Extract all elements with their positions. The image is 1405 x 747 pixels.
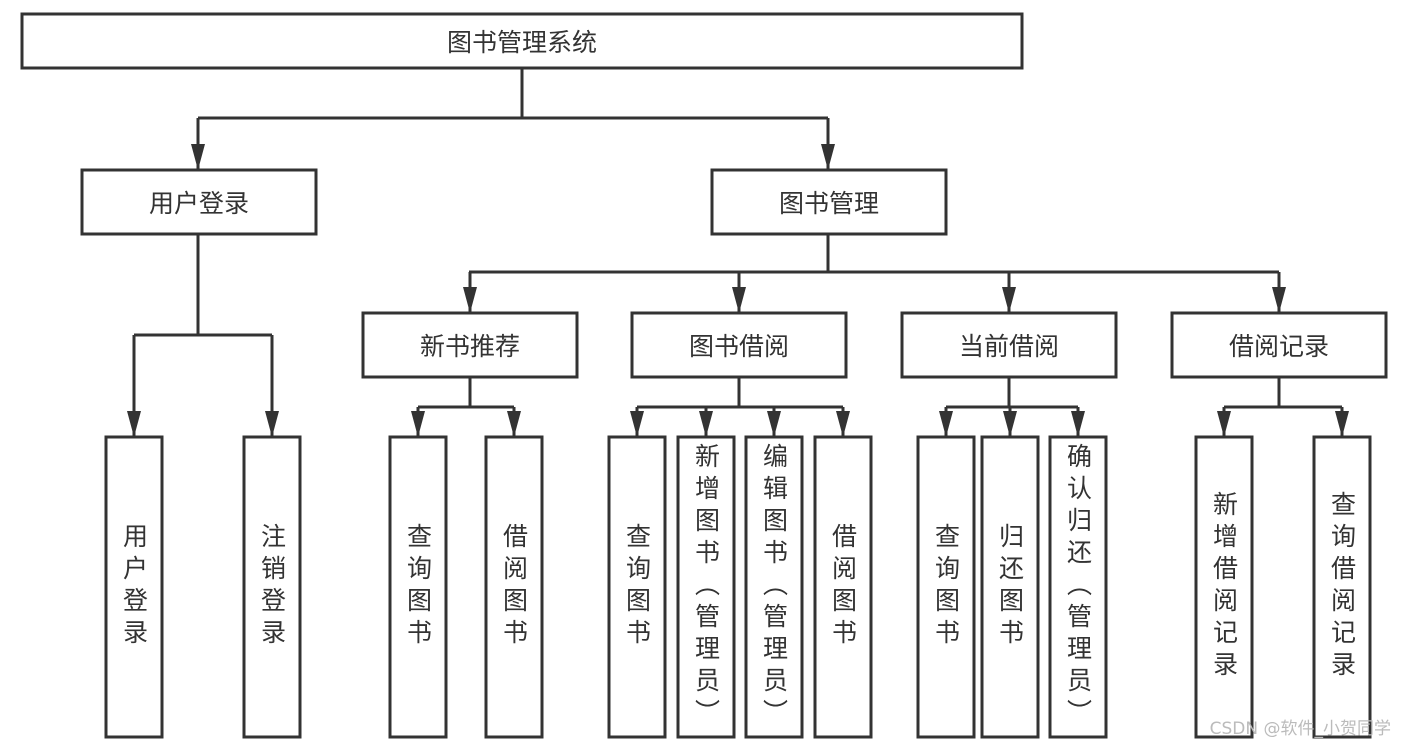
- leaf-3-3-label-container: 确认归还（管理员）: [1050, 437, 1106, 737]
- arrow-head-icon: [463, 287, 477, 313]
- leaf-2-4-label: 借阅图书: [828, 523, 858, 651]
- leaf-2-1-label: 查询图书: [622, 523, 652, 651]
- leaf-2-3-label-container: 编辑图书（管理员）: [746, 437, 802, 737]
- arrow-head-icon: [699, 411, 713, 437]
- module-node-2-box: [630, 311, 848, 379]
- leaf-4-2-label: 查询借阅记录: [1327, 491, 1357, 683]
- leaf-3-1-label-container: 查询图书: [918, 437, 974, 737]
- leaf-3-2-box: [980, 435, 1040, 739]
- arrow-head-icon: [1335, 411, 1349, 437]
- user-login-node-label: 用户登录: [148, 189, 249, 218]
- leaf-logout-label: 注销登录: [257, 523, 287, 651]
- leaf-4-2-label-container: 查询借阅记录: [1314, 437, 1370, 737]
- arrow-head-icon: [1003, 411, 1017, 437]
- leaf-1-1-label-container: 查询图书: [390, 437, 446, 737]
- leaf-1-2-label-container: 借阅图书: [486, 437, 542, 737]
- leaf-4-1-label-container: 新增借阅记录: [1196, 437, 1252, 737]
- watermark: CSDN @软件_小贺同学: [1209, 719, 1391, 739]
- leaf-3-3-label: 确认归还（管理员）: [1063, 443, 1093, 731]
- user-login-node-box: [80, 168, 318, 236]
- leaf-logout-box: [242, 435, 302, 739]
- leaf-3-3-box: [1048, 435, 1108, 739]
- leaf-2-1-box: [607, 435, 667, 739]
- arrow-head-icon: [732, 287, 746, 313]
- leaf-4-1-label: 新增借阅记录: [1209, 491, 1239, 683]
- leaf-3-1-box: [916, 435, 976, 739]
- arrow-head-icon: [630, 411, 644, 437]
- arrow-head-icon: [265, 411, 279, 437]
- arrow-head-icon: [191, 144, 205, 170]
- leaf-2-3-box: [744, 435, 804, 739]
- module-node-1-box: [361, 311, 579, 379]
- arrow-head-icon: [1272, 287, 1286, 313]
- root-node-box: [20, 12, 1024, 70]
- book-management-node-label: 图书管理: [778, 189, 879, 218]
- arrow-head-icon: [411, 411, 425, 437]
- leaf-1-1-label: 查询图书: [403, 523, 433, 651]
- leaf-logout-label-container: 注销登录: [244, 437, 300, 737]
- arrow-head-icon: [1071, 411, 1085, 437]
- leaf-4-2-box: [1312, 435, 1372, 739]
- arrow-head-icon: [821, 144, 835, 170]
- leaf-1-1-box: [388, 435, 448, 739]
- leaf-user-login-label-container: 用户登录: [106, 437, 162, 737]
- leaf-2-4-label-container: 借阅图书: [815, 437, 871, 737]
- leaf-user-login-label: 用户登录: [119, 523, 149, 651]
- module-node-1-label: 新书推荐: [419, 332, 520, 361]
- leaf-2-3-label: 编辑图书（管理员）: [759, 443, 789, 731]
- arrow-head-icon: [1217, 411, 1231, 437]
- leaf-3-2-label: 归还图书: [995, 523, 1025, 651]
- leaf-2-1-label-container: 查询图书: [609, 437, 665, 737]
- module-node-2-label: 图书借阅: [688, 332, 789, 361]
- module-node-3-box: [900, 311, 1118, 379]
- leaf-2-2-label: 新增图书（管理员）: [691, 443, 721, 731]
- leaf-3-1-label: 查询图书: [931, 523, 961, 651]
- leaf-1-2-label: 借阅图书: [499, 523, 529, 651]
- root-node-label: 图书管理系统: [446, 28, 597, 57]
- arrow-head-icon: [127, 411, 141, 437]
- leaf-3-2-label-container: 归还图书: [982, 437, 1038, 737]
- leaf-2-2-box: [676, 435, 736, 739]
- arrow-head-icon: [1002, 287, 1016, 313]
- leaf-2-2-label-container: 新增图书（管理员）: [678, 437, 734, 737]
- arrow-head-icon: [507, 411, 521, 437]
- module-node-3-label: 当前借阅: [958, 332, 1059, 361]
- leaf-user-login-box: [104, 435, 164, 739]
- arrow-head-icon: [836, 411, 850, 437]
- leaf-4-1-box: [1194, 435, 1254, 739]
- arrow-head-icon: [767, 411, 781, 437]
- leaf-1-2-box: [484, 435, 544, 739]
- leaf-2-4-box: [813, 435, 873, 739]
- arrow-head-icon: [939, 411, 953, 437]
- module-node-4-box: [1170, 311, 1388, 379]
- module-node-4-label: 借阅记录: [1228, 332, 1329, 361]
